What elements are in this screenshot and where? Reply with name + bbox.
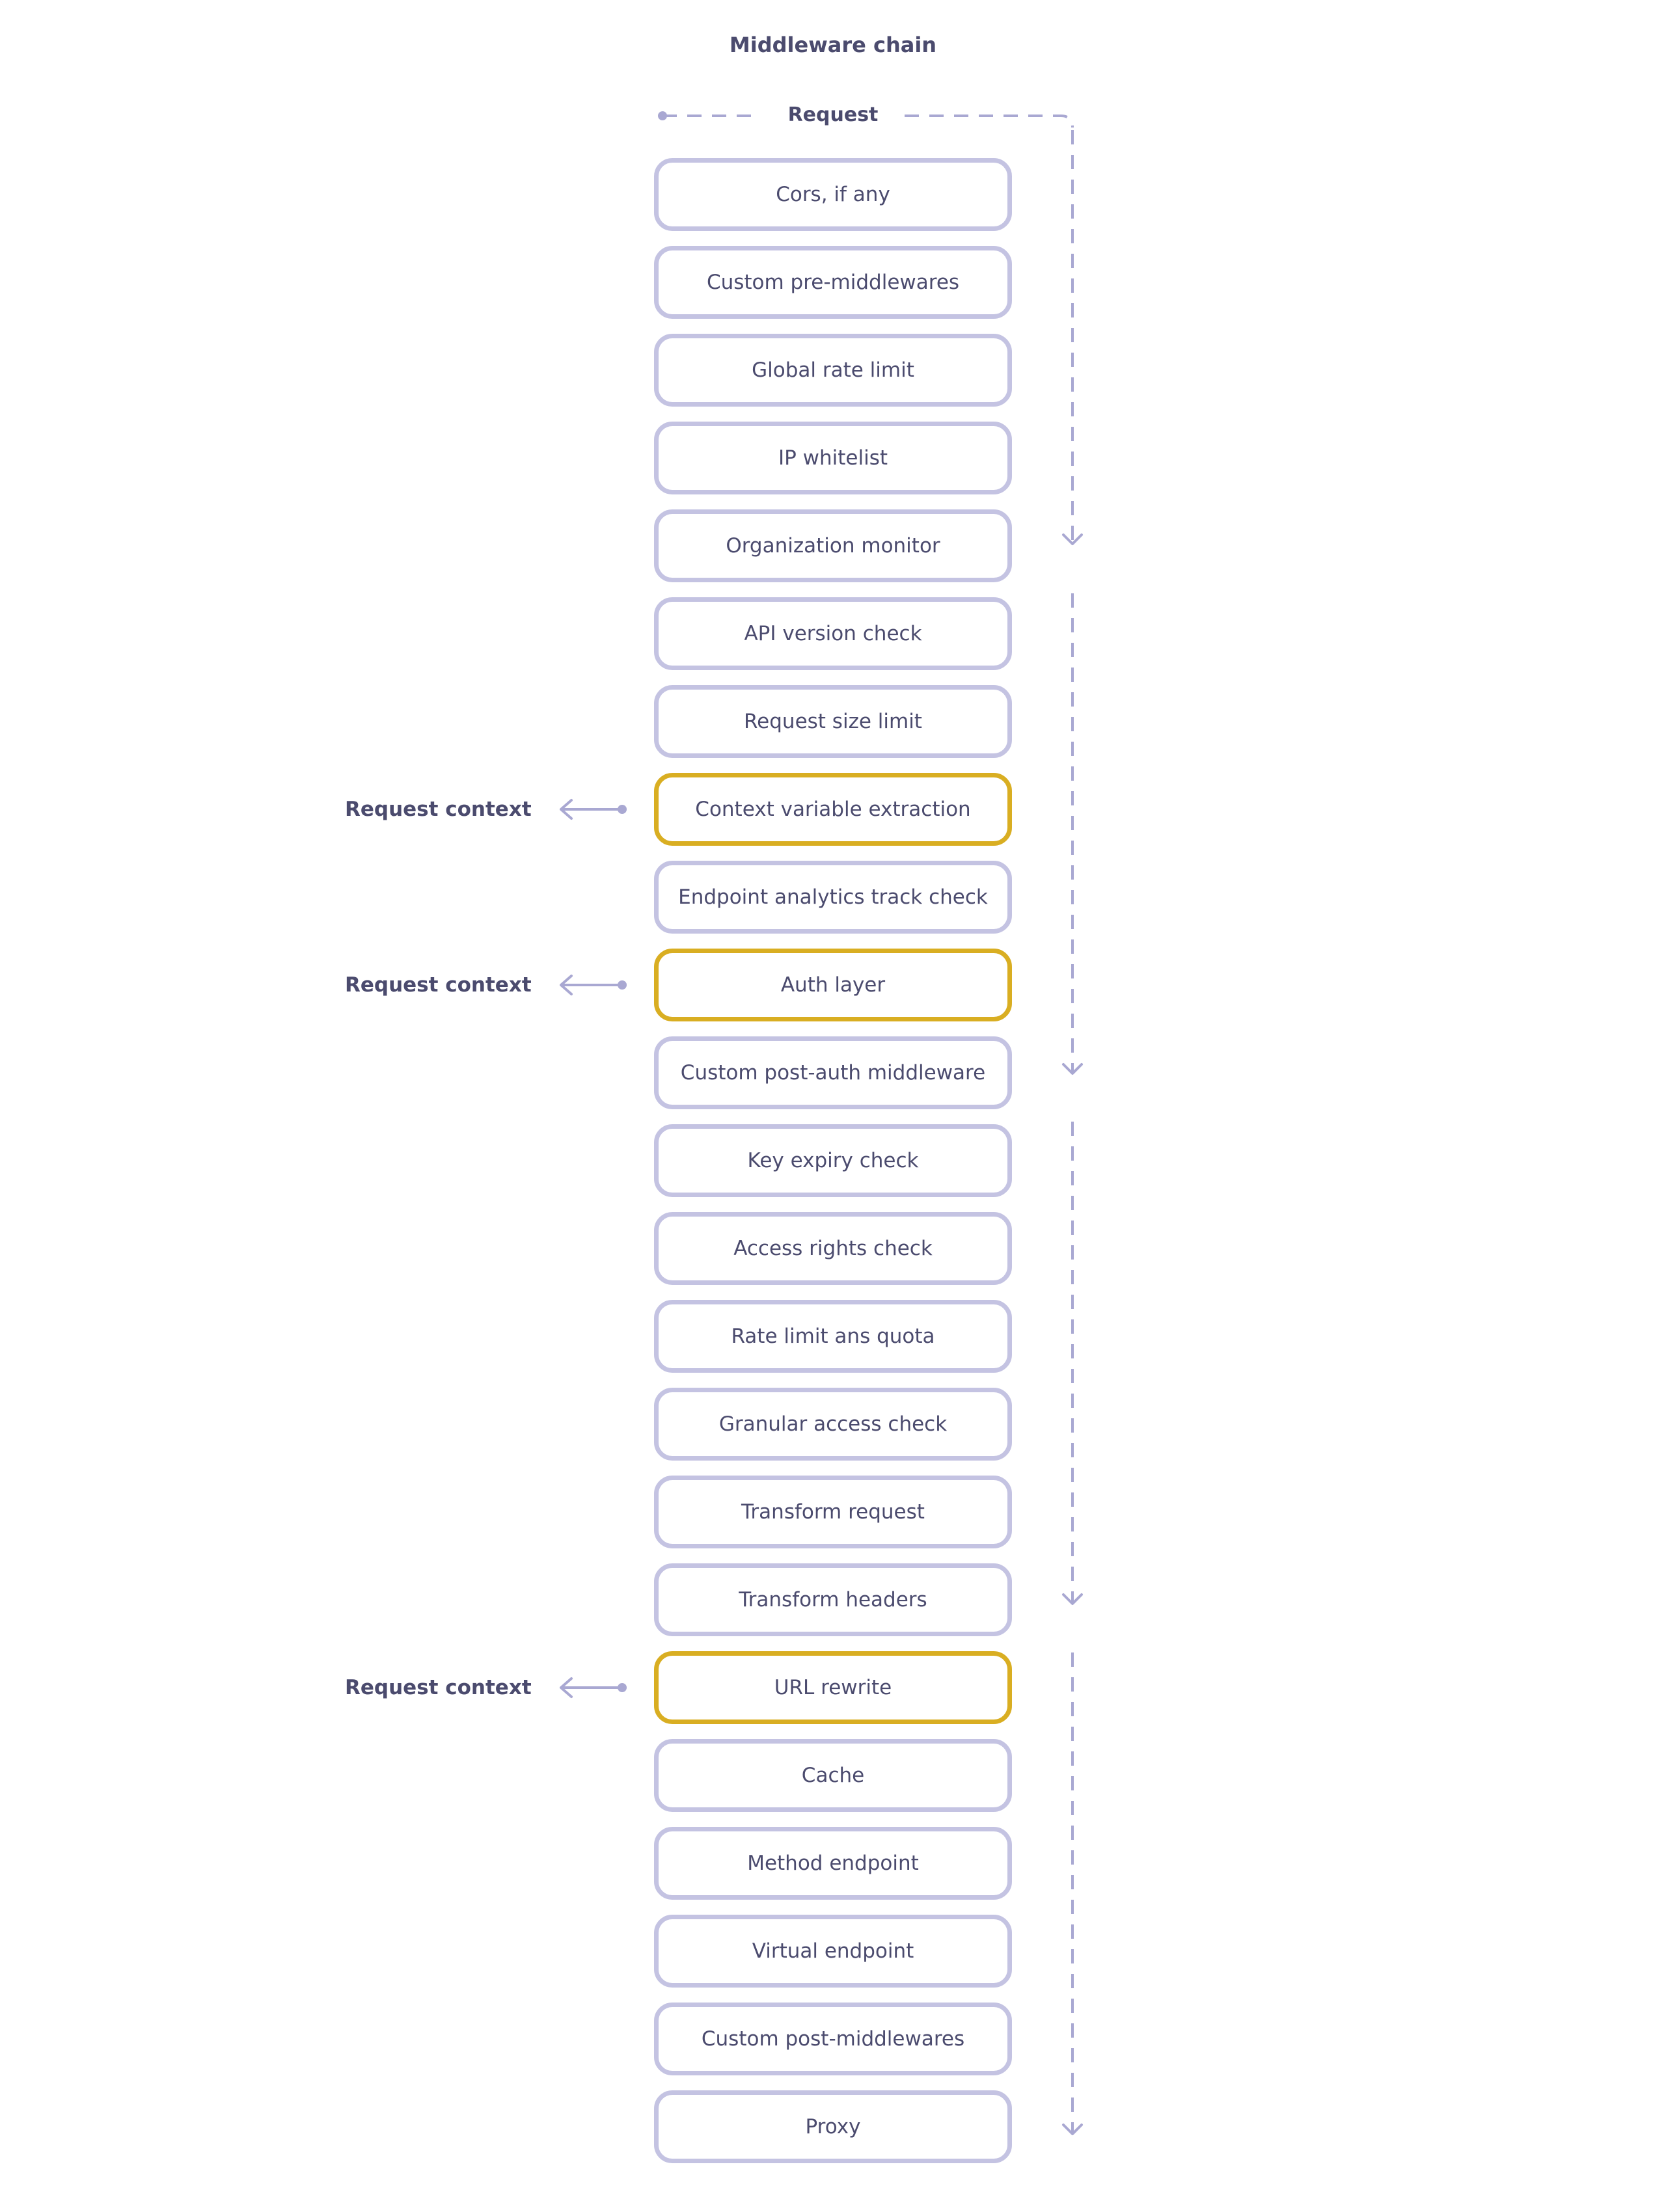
middleware-step: Granular access check: [654, 1388, 1012, 1461]
middleware-step: Global rate limit: [654, 334, 1012, 407]
middleware-step: Request size limit: [654, 685, 1012, 758]
arrow-down-icon: [1062, 533, 1083, 545]
middleware-step: Endpoint analytics track check: [654, 861, 1012, 934]
middleware-step: URL rewrite: [654, 1651, 1012, 1724]
middleware-step: Transform request: [654, 1476, 1012, 1548]
context-arrow-dot: [618, 805, 627, 814]
middleware-step: Transform headers: [654, 1563, 1012, 1636]
middleware-step: Custom pre-middlewares: [654, 246, 1012, 319]
request-flow-dash-right: [905, 115, 1074, 128]
middleware-step: Cors, if any: [654, 158, 1012, 231]
request-context-label: Request context: [345, 798, 532, 821]
middleware-step: Access rights check: [654, 1212, 1012, 1285]
middleware-step: API version check: [654, 597, 1012, 670]
context-arrow-dot: [618, 980, 627, 990]
arrow-left-icon: [560, 975, 573, 995]
middleware-step: Rate limit ans quota: [654, 1300, 1012, 1373]
arrow-left-icon: [560, 1677, 573, 1698]
middleware-step: Cache: [654, 1739, 1012, 1812]
arrow-down-icon: [1062, 1593, 1083, 1605]
arrow-down-icon: [1062, 1063, 1083, 1075]
middleware-step: Virtual endpoint: [654, 1915, 1012, 1988]
middleware-step: Organization monitor: [654, 509, 1012, 582]
diagram-title: Middleware chain: [729, 33, 937, 57]
middleware-step: Context variable extraction: [654, 773, 1012, 846]
context-arrow-dot: [618, 1683, 627, 1692]
middleware-step: Proxy: [654, 2090, 1012, 2163]
request-context-label: Request context: [345, 1676, 532, 1699]
request-context-label: Request context: [345, 973, 532, 997]
arrow-down-icon: [1062, 2124, 1083, 2135]
request-label: Request: [787, 103, 879, 126]
middleware-step: IP whitelist: [654, 422, 1012, 494]
middleware-step: Custom post-auth middleware: [654, 1036, 1012, 1109]
middleware-step: Key expiry check: [654, 1124, 1012, 1197]
arrow-left-icon: [560, 799, 573, 820]
middleware-step: Auth layer: [654, 949, 1012, 1021]
middleware-step: Method endpoint: [654, 1827, 1012, 1900]
middleware-step: Custom post-middlewares: [654, 2003, 1012, 2075]
